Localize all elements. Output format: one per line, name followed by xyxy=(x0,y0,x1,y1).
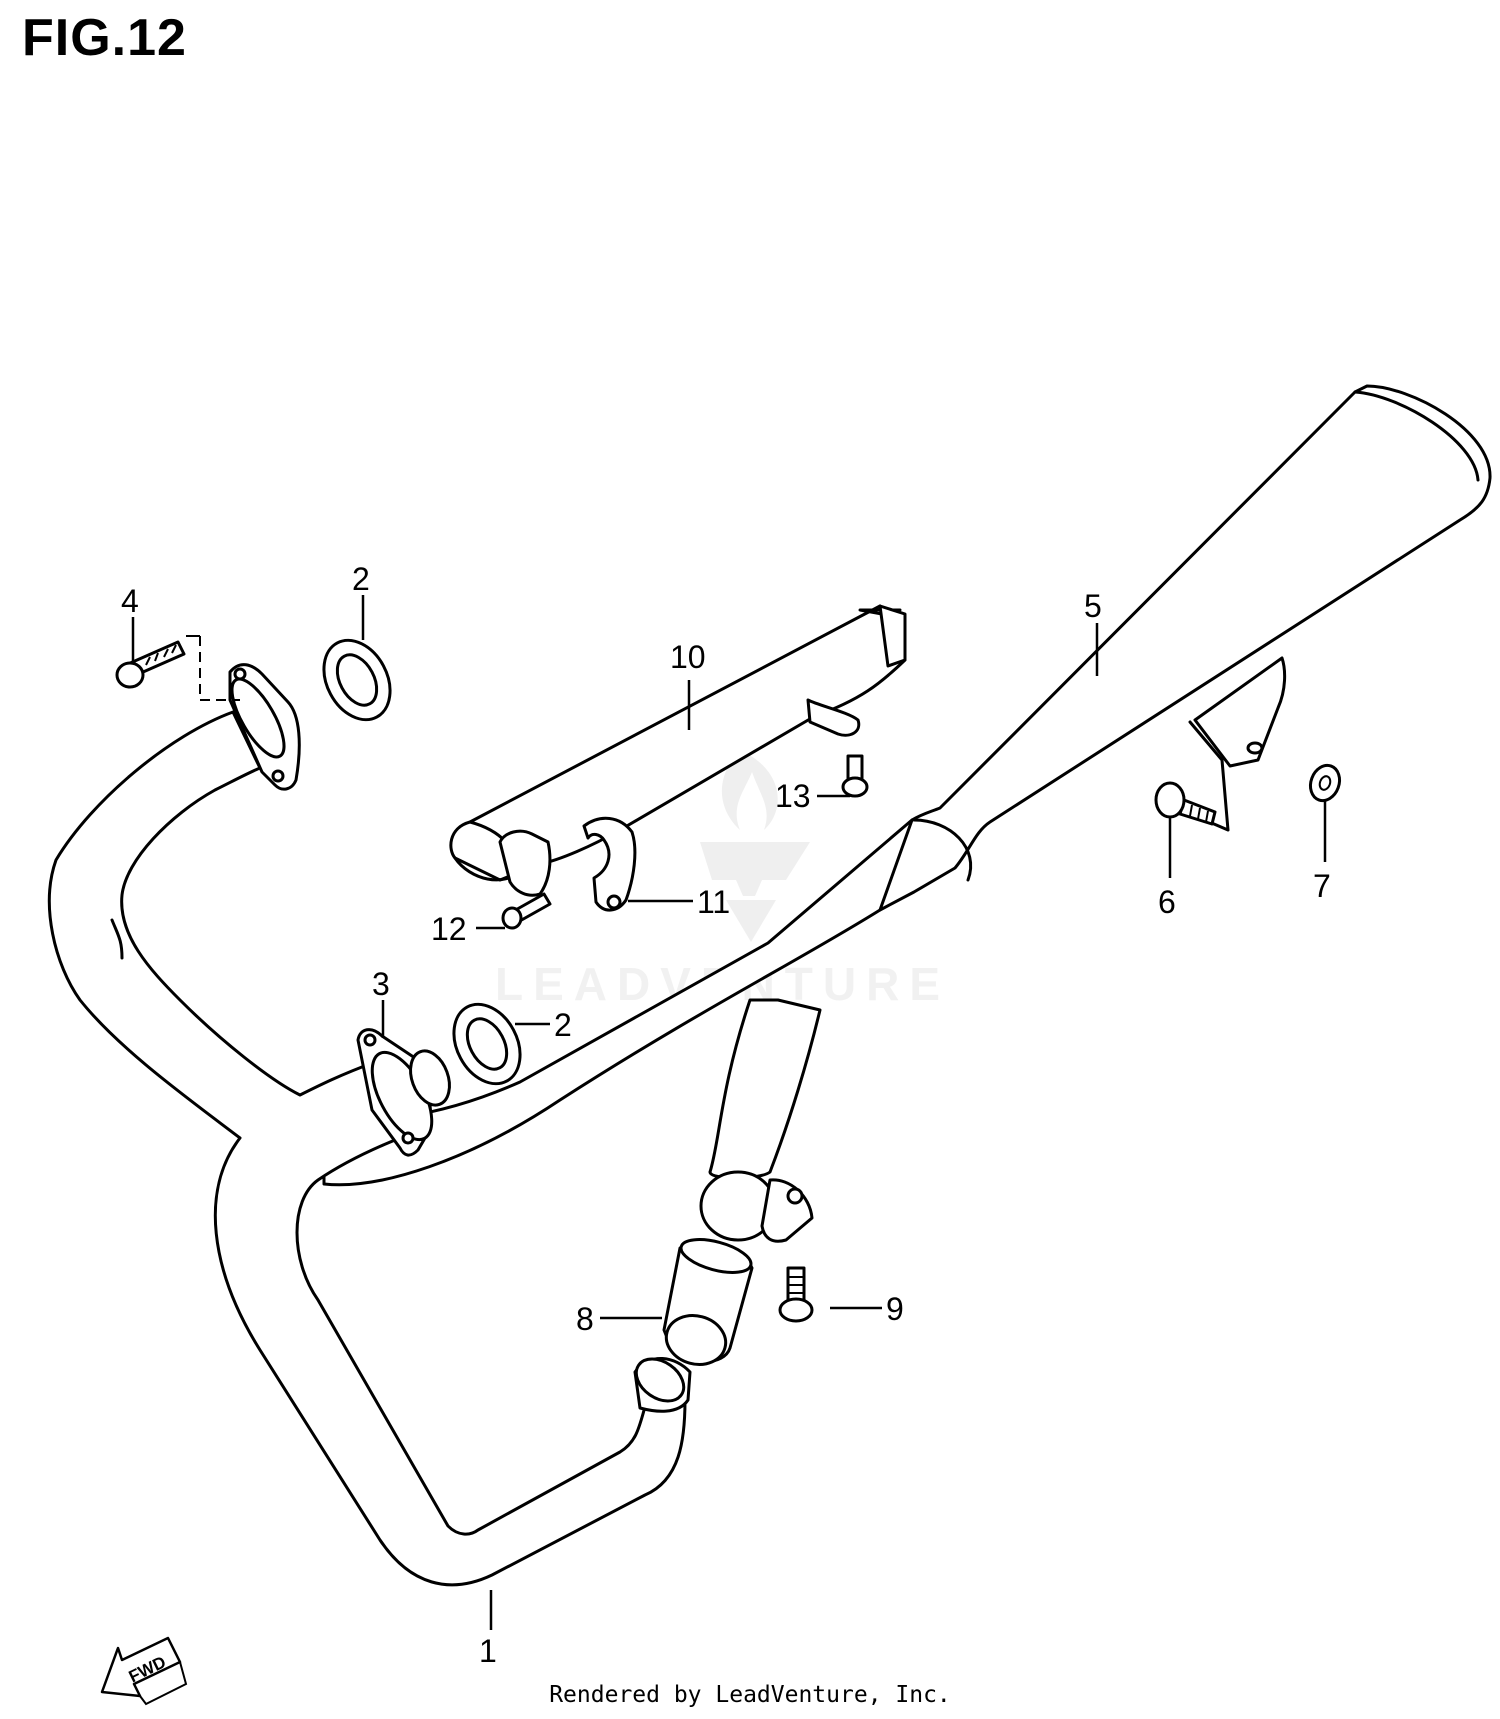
callout-leaders xyxy=(131,595,1327,1630)
callout-2-upper: 2 xyxy=(352,561,370,597)
callout-3: 3 xyxy=(372,966,390,1002)
part-7-washer[interactable] xyxy=(1306,761,1345,804)
upper-pipe-flange xyxy=(228,663,301,791)
callout-7: 7 xyxy=(1313,868,1331,904)
part-13-bolt[interactable] xyxy=(841,754,869,798)
callout-8: 8 xyxy=(576,1301,594,1337)
part-10-heat-shield[interactable] xyxy=(449,604,907,897)
callout-11: 11 xyxy=(697,884,730,920)
callout-13: 13 xyxy=(775,778,811,814)
callout-2-lower: 2 xyxy=(554,1007,572,1043)
part-4-bolt[interactable] xyxy=(115,635,240,701)
callout-12: 12 xyxy=(431,911,467,947)
callouts: 1 2 2 3 4 5 6 7 8 9 10 11 12 13 xyxy=(121,561,1331,1669)
part-6-bolt[interactable] xyxy=(1154,781,1217,826)
part-2-gasket-lower[interactable] xyxy=(441,993,533,1095)
muffler-downpipe-clamp xyxy=(699,998,822,1243)
callout-1: 1 xyxy=(479,1633,497,1669)
muffler-mount-bracket xyxy=(1188,656,1287,832)
part-11-clamp[interactable] xyxy=(582,816,637,912)
callout-9: 9 xyxy=(886,1291,904,1327)
callout-4: 4 xyxy=(121,583,139,619)
part-5-muffler[interactable] xyxy=(322,384,1492,1187)
part-9-bolt[interactable] xyxy=(778,1266,814,1323)
callout-5: 5 xyxy=(1084,588,1102,624)
part-8-connector-tube[interactable] xyxy=(661,1233,755,1371)
part-1-exhaust-pipe[interactable] xyxy=(47,710,687,1587)
pipe-1-lower-inlet xyxy=(633,1357,692,1413)
callout-6: 6 xyxy=(1158,884,1176,920)
callout-10: 10 xyxy=(670,639,706,675)
part-3-flange[interactable] xyxy=(356,1028,456,1157)
footer-credit: Rendered by LeadVenture, Inc. xyxy=(549,1682,951,1708)
part-2-gasket-upper[interactable] xyxy=(311,629,403,731)
figure-title: FIG.12 xyxy=(22,9,187,67)
part-12-bolt[interactable] xyxy=(501,892,552,930)
